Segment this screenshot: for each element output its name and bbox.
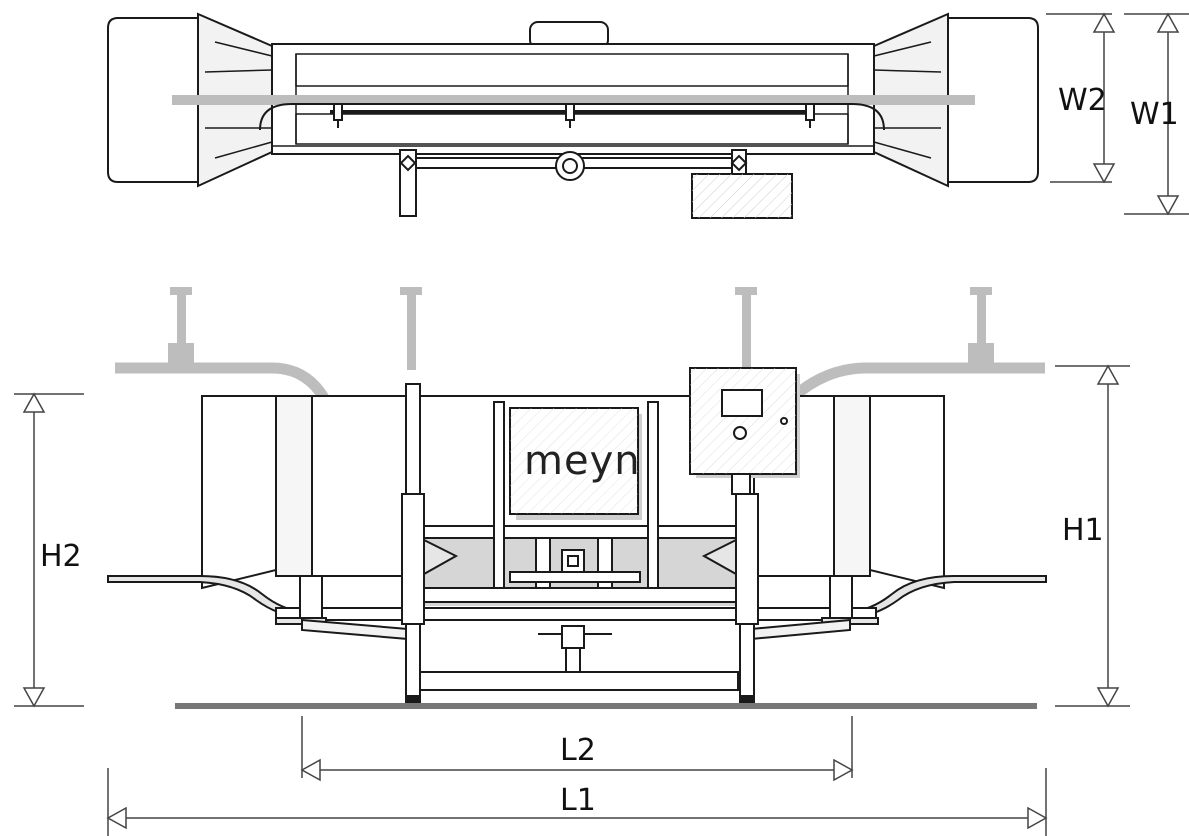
control-box bbox=[689, 367, 800, 495]
top-view-support bbox=[399, 149, 793, 219]
width-dimension-lines bbox=[1046, 12, 1189, 216]
left-handle-loop bbox=[107, 17, 198, 183]
right-funnel-side bbox=[869, 395, 945, 590]
logo-panel: meyn bbox=[509, 407, 642, 520]
h2-label: H2 bbox=[40, 539, 82, 574]
lift-frame bbox=[419, 401, 744, 691]
w1-label: W1 bbox=[1130, 97, 1179, 132]
center-jack bbox=[538, 625, 612, 673]
l2-label: L2 bbox=[560, 733, 596, 768]
h1-label: H1 bbox=[1062, 513, 1104, 548]
length-dimension-lines bbox=[106, 716, 1048, 836]
l1-label: L1 bbox=[560, 783, 596, 818]
left-funnel-side bbox=[201, 395, 277, 590]
lower-frame bbox=[275, 575, 879, 642]
control-knob bbox=[733, 426, 747, 440]
brand-logo-text: meyn bbox=[524, 438, 641, 484]
w2-label: W2 bbox=[1058, 83, 1107, 118]
right-handle-loop bbox=[948, 17, 1039, 183]
control-display bbox=[721, 389, 763, 417]
top-shackle-line bbox=[172, 95, 975, 105]
floor-line bbox=[175, 703, 1037, 709]
height-dimension-lines bbox=[14, 364, 1130, 708]
